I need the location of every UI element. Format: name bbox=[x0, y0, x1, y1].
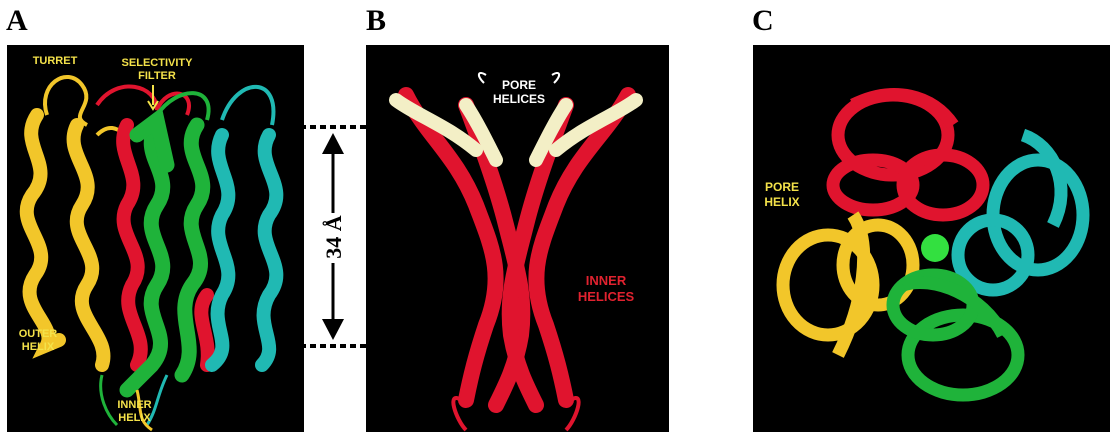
panel-letter-b: B bbox=[366, 4, 386, 38]
label-selectivity-filter: SELECTIVITY FILTER bbox=[112, 57, 202, 83]
panel-a-ribbon-drawing bbox=[7, 45, 304, 432]
panel-c-structure: PORE HELIX bbox=[753, 45, 1110, 432]
label-inner-helices: INNER HELICES bbox=[566, 273, 646, 305]
dimension-label: 34 Å bbox=[321, 209, 347, 265]
panel-letter-c: C bbox=[752, 4, 774, 38]
label-turret: TURRET bbox=[25, 55, 85, 68]
ion-sphere bbox=[921, 234, 949, 262]
panel-c-ribbon-drawing bbox=[753, 45, 1110, 432]
label-outer-helix: OUTER HELIX bbox=[9, 328, 67, 354]
label-pore-helices: PORE HELICES bbox=[484, 78, 554, 106]
label-inner-helix: INNER HELIX bbox=[107, 399, 162, 425]
panel-letter-a: A bbox=[6, 4, 28, 38]
panel-a-structure: TURRET SELECTIVITY FILTER OUTER HELIX IN… bbox=[7, 45, 304, 432]
panel-b-structure: PORE HELICES INNER HELICES bbox=[366, 45, 669, 432]
label-pore-helix: PORE HELIX bbox=[757, 180, 807, 210]
